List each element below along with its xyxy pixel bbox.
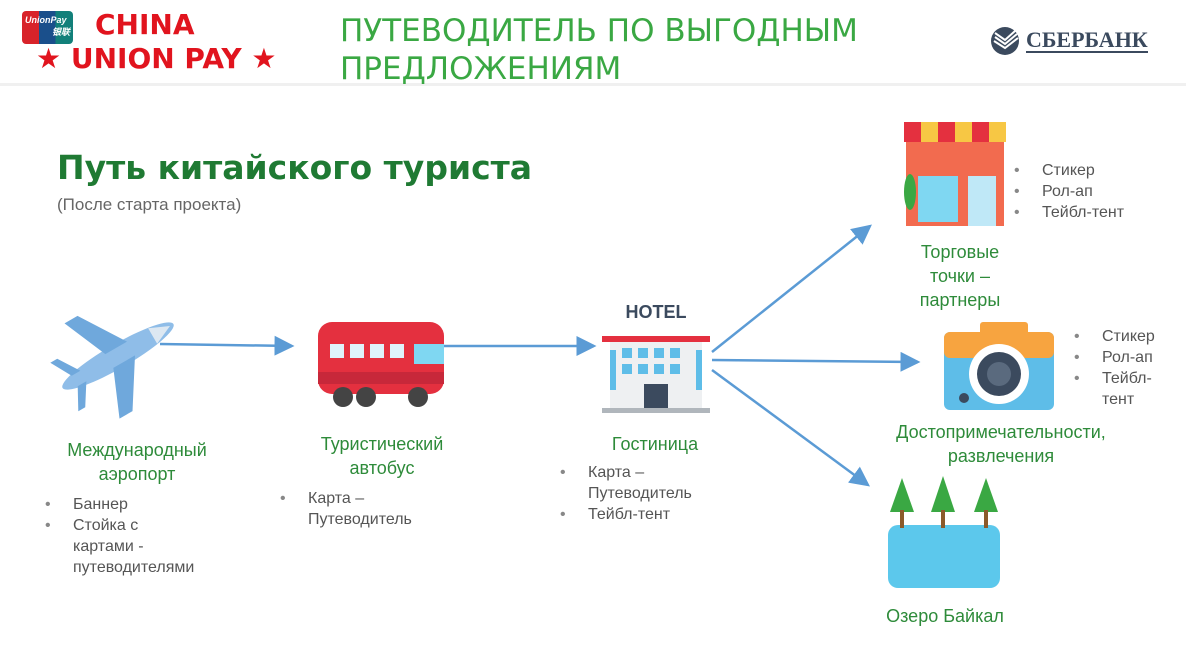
bus-items: Карта – Путеводитель	[280, 488, 412, 530]
list-item: картами -	[73, 538, 144, 555]
list-item: Рол-ап	[1074, 347, 1155, 368]
list-item: тент	[1102, 391, 1135, 408]
list-item: Стикер	[1014, 160, 1124, 181]
list-item: Карта –	[280, 488, 412, 509]
baikal-label: Озеро Байкал	[886, 606, 1004, 626]
logo-china: CHINA	[95, 8, 195, 41]
airport-items: Баннер Стойка с картами - путеводителями	[45, 494, 194, 578]
camera-icon	[944, 322, 1054, 410]
hotel-label: Гостиница	[611, 434, 699, 454]
lake-icon	[888, 476, 1000, 588]
hotel-icon	[602, 336, 710, 413]
header	[0, 0, 1186, 86]
list-item: Баннер	[45, 494, 194, 515]
list-item: Рол-ап	[1014, 181, 1124, 202]
list-item: Тейбл-тент	[560, 504, 692, 525]
shop-icon	[904, 122, 1006, 226]
arrow-hotel-shops	[711, 224, 872, 353]
logo-union-pay: ★ UNION PAY ★	[36, 42, 277, 75]
sights-items: Стикер Рол-ап Тейбл- тент	[1074, 326, 1155, 410]
list-item: Стойка с	[45, 515, 194, 536]
list-item: Путеводитель	[308, 511, 412, 528]
list-item: путеводителями	[73, 559, 195, 576]
bus-icon	[318, 322, 444, 407]
list-item: Тейбл-тент	[1014, 202, 1124, 223]
list-item: Путеводитель	[588, 485, 692, 502]
hotel-sign: HOTEL	[626, 302, 687, 322]
arrow-airport-bus	[159, 335, 295, 356]
main-heading: Путь китайского туриста	[57, 148, 533, 187]
arrow-hotel-sights	[711, 351, 921, 372]
list-item: Карта –	[560, 462, 692, 483]
list-item: Стикер	[1074, 326, 1155, 347]
sberbank-icon	[991, 27, 1019, 55]
arrow-hotel-baikal	[711, 368, 871, 487]
sights-label: Достопримечательности,развлечения	[896, 422, 1106, 466]
sberbank-logo: СБЕРБАНК	[990, 26, 1148, 56]
subheading: (После старта проекта)	[57, 195, 242, 214]
airplane-icon	[50, 315, 174, 419]
list-item: Тейбл-	[1074, 368, 1155, 389]
hotel-items: Карта – Путеводитель Тейбл-тент	[560, 462, 692, 525]
shops-items: Стикер Рол-ап Тейбл-тент	[1014, 160, 1124, 223]
